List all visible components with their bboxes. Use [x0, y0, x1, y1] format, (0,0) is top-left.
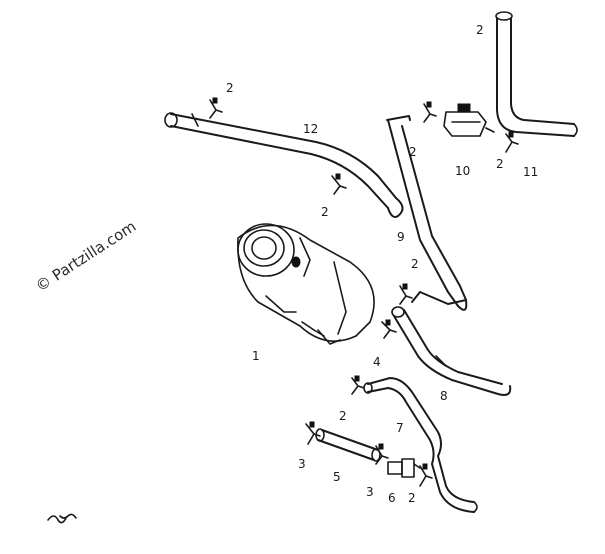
callout-9: 9 — [397, 230, 405, 244]
clamp-h[interactable] — [305, 421, 321, 445]
callout-3: 3 — [298, 457, 306, 471]
callout-2: 2 — [409, 145, 417, 159]
callout-4: 4 — [373, 355, 381, 369]
callout-2: 2 — [321, 205, 329, 219]
callout-7: 7 — [396, 421, 404, 435]
clamp-a[interactable] — [209, 97, 223, 119]
callout-11: 11 — [523, 165, 538, 179]
fitting-10[interactable] — [443, 103, 495, 137]
clamp-c[interactable] — [505, 131, 519, 153]
clamp-j[interactable] — [419, 463, 433, 487]
hose-11[interactable] — [495, 11, 578, 137]
callout-2: 2 — [339, 409, 347, 423]
watermark-text: © Partzilla.com — [32, 217, 139, 295]
scribble-mark — [47, 513, 77, 524]
callout-8: 8 — [440, 389, 448, 403]
callout-2: 2 — [476, 23, 484, 37]
clamp-e[interactable] — [399, 283, 413, 305]
callout-5: 5 — [333, 470, 341, 484]
clamp-d[interactable] — [331, 173, 347, 195]
hose-12[interactable] — [164, 112, 404, 218]
watermark: © Partzilla.com — [32, 217, 139, 295]
clamp-b[interactable] — [423, 101, 437, 123]
hose-8[interactable] — [391, 306, 512, 396]
callout-2: 2 — [411, 257, 419, 271]
connector-6[interactable] — [387, 458, 421, 478]
callout-1: 1 — [252, 349, 260, 363]
callout-2: 2 — [226, 81, 234, 95]
hose-9[interactable] — [386, 115, 468, 311]
clamp-g[interactable] — [351, 375, 365, 395]
canister-1[interactable] — [237, 223, 375, 345]
callout-2: 2 — [496, 157, 504, 171]
clamp-i[interactable] — [375, 443, 389, 465]
hose-5[interactable] — [315, 428, 381, 462]
callout-2: 2 — [408, 491, 416, 505]
callout-6: 6 — [388, 491, 396, 505]
callout-3: 3 — [366, 485, 374, 499]
callout-12: 12 — [303, 122, 318, 136]
callout-10: 10 — [455, 164, 470, 178]
clamp-f[interactable] — [381, 319, 397, 339]
